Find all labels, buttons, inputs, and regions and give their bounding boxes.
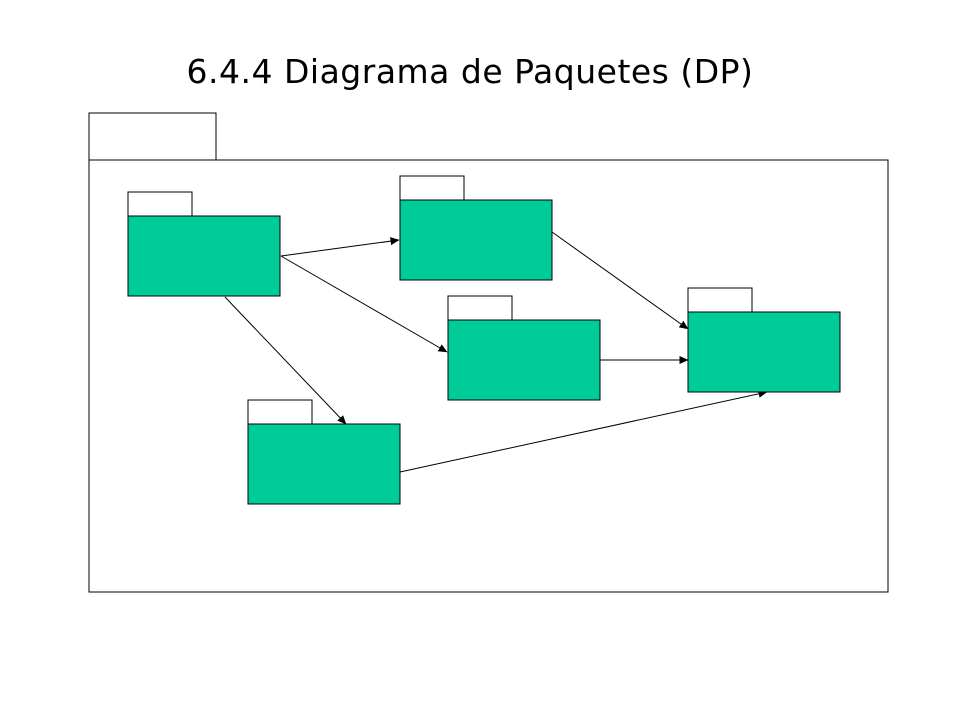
package-d-body [247, 423, 401, 505]
package-a-tab [127, 191, 193, 217]
dependency-arrow-d-e[interactable] [399, 389, 768, 473]
package-b-tab [399, 175, 465, 201]
package-a-body [127, 215, 281, 297]
dependency-arrows [224, 231, 768, 473]
package-e-tab [687, 287, 753, 313]
slide-title: 6.4.4 Diagrama de Paquetes (DP) [186, 52, 754, 91]
package-d-tab [247, 399, 313, 425]
package-d[interactable] [247, 399, 401, 505]
dependency-arrow-a-c[interactable] [280, 255, 448, 353]
package-c-tab [447, 295, 513, 321]
dependency-arrow-a-b[interactable] [280, 237, 400, 257]
outer-package-tab [88, 112, 217, 161]
package-e[interactable] [687, 287, 841, 393]
package-a[interactable] [127, 191, 281, 297]
package-b-body [399, 199, 553, 281]
package-b[interactable] [399, 175, 553, 281]
package-c[interactable] [447, 295, 601, 401]
dependency-arrow-b-e[interactable] [551, 231, 689, 330]
package-e-body [687, 311, 841, 393]
package-c-body [447, 319, 601, 401]
dependency-arrow-a-d[interactable] [224, 296, 347, 425]
